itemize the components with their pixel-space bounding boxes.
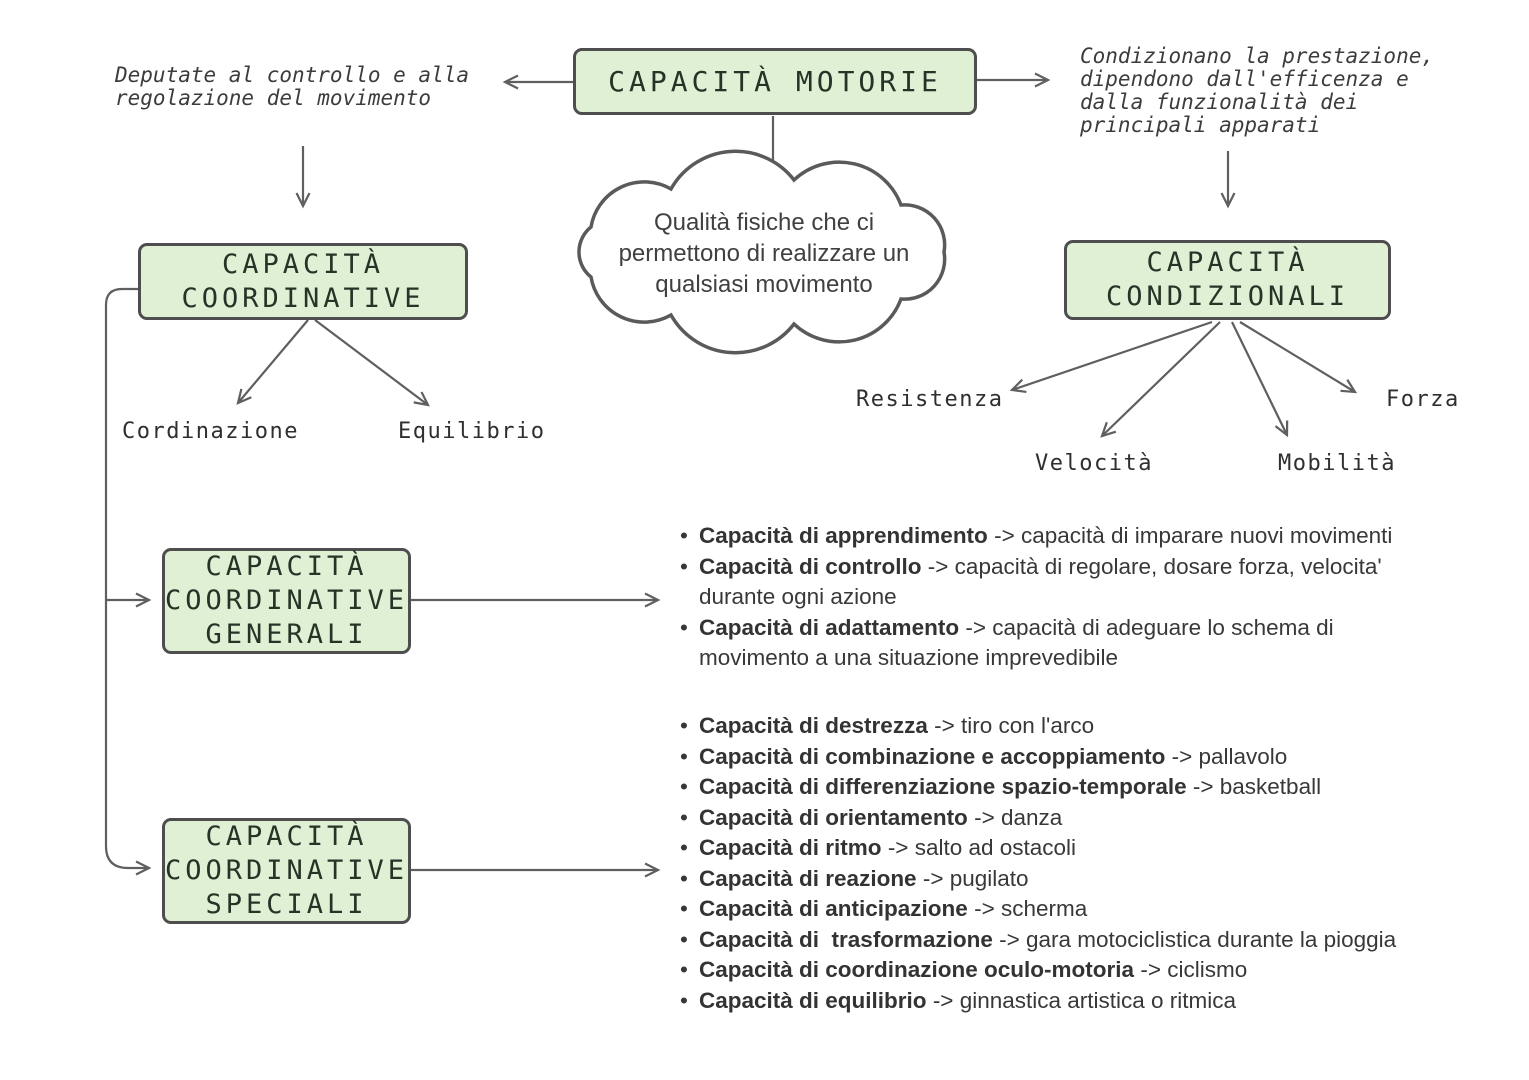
node-label: CAPACITÀ COORDINATIVE — [181, 248, 425, 314]
list-item: Capacità di equilibrio -> ginnastica art… — [678, 986, 1523, 1017]
list-item: Capacità di trasformazione -> gara motoc… — [678, 925, 1523, 956]
capacity-term: Capacità di reazione — [699, 865, 917, 891]
capacity-term: Capacità di apprendimento — [699, 523, 988, 548]
label-cordinazione: Cordinazione — [122, 419, 299, 444]
capacity-desc: -> tiro con l'arco — [934, 713, 1095, 738]
capacity-term: Capacità di differenziazione spazio-temp… — [699, 774, 1187, 799]
capacity-desc: -> capacità di adeguare lo schema di mov… — [699, 614, 1334, 671]
cloud-text: Qualità fisiche che ci permettono di rea… — [618, 209, 910, 298]
arrow-condizionali-to-velocita — [1100, 321, 1221, 438]
capacity-desc: -> scherma — [974, 896, 1088, 921]
capacity-desc: -> ciclismo — [1140, 957, 1248, 982]
capacity-desc: -> pallavolo — [1171, 743, 1288, 769]
capacity-desc: -> pugilato — [922, 865, 1029, 891]
capacity-term: Capacità di trasformazione — [699, 926, 993, 952]
list-item: Capacità di combinazione e accoppiamento… — [678, 742, 1523, 773]
capacity-term: Capacità di controllo — [699, 553, 922, 579]
node-coordinative-generali: CAPACITÀ COORDINATIVE GENERALI — [162, 548, 411, 654]
capacity-term: Capacità di coordinazione oculo-motoria — [699, 957, 1135, 982]
left-note: Deputate al controllo e alla regolazione… — [115, 63, 470, 110]
connector-coordinative-to-speciali — [104, 287, 152, 876]
node-capacita-condizionali: CAPACITÀ CONDIZIONALI — [1064, 240, 1391, 320]
right-note: Condizionano la prestazione, dipendono d… — [1080, 44, 1435, 137]
list-item: Capacità di destrezza -> tiro con l'arco — [678, 711, 1523, 742]
list-item: Capacità di anticipazione -> scherma — [678, 894, 1523, 925]
node-label: CAPACITÀ CONDIZIONALI — [1105, 247, 1350, 312]
capacity-term: Capacità di combinazione e accoppiamento — [699, 743, 1166, 769]
capacity-term: Capacità di ritmo — [699, 835, 882, 860]
label-equilibrio: Equilibrio — [398, 419, 546, 444]
capacity-term: Capacità di orientamento — [699, 804, 968, 830]
generali-list: Capacità di apprendimento -> capacità di… — [678, 521, 1523, 674]
label-forza: Forza — [1386, 387, 1460, 412]
node-label: CAPACITÀ MOTORIE — [608, 64, 942, 98]
list-item: Capacità di coordinazione oculo-motoria … — [678, 955, 1523, 986]
arrow-condizionali-to-mobilita — [1231, 321, 1289, 438]
list-item: Capacità di controllo -> capacità di reg… — [678, 552, 1523, 613]
capacity-desc: -> gara motociclistica durante la pioggi… — [999, 926, 1397, 952]
arrow-coordinative-to-equilibrio — [314, 319, 430, 407]
speciali-list: Capacità di destrezza -> tiro con l'arco… — [678, 711, 1523, 1016]
node-label: CAPACITÀ COORDINATIVE SPECIALI — [164, 821, 409, 920]
capacity-desc: -> capacità di imparare nuovi movimenti — [994, 523, 1393, 548]
label-resistenza: Resistenza — [856, 387, 1004, 412]
arrow-condizionali-to-forza — [1239, 321, 1358, 394]
capacity-term: Capacità di equilibrio — [699, 987, 927, 1013]
list-item: Capacità di adattamento -> capacità di a… — [678, 613, 1523, 674]
node-capacita-motorie: CAPACITÀ MOTORIE — [573, 48, 977, 115]
capacity-desc: -> salto ad ostacoli — [887, 835, 1077, 860]
list-item: Capacità di ritmo -> salto ad ostacoli — [678, 833, 1523, 864]
capacity-desc: -> basketball — [1192, 774, 1322, 799]
capacity-term: Capacità di anticipazione — [699, 896, 968, 921]
list-item: Capacità di differenziazione spazio-temp… — [678, 772, 1523, 803]
arrow-coordinative-to-cordinazione — [236, 319, 309, 405]
capacity-desc: -> danza — [974, 804, 1063, 830]
capacity-term: Capacità di adattamento — [699, 614, 960, 640]
label-velocita: Velocità — [1035, 451, 1153, 476]
arrow-condizionali-to-resistenza — [1009, 320, 1213, 394]
node-coordinative-speciali: CAPACITÀ COORDINATIVE SPECIALI — [162, 818, 411, 924]
list-item: Capacità di apprendimento -> capacità di… — [678, 521, 1523, 552]
capacity-term: Capacità di destrezza — [699, 713, 928, 738]
node-label: CAPACITÀ COORDINATIVE GENERALI — [164, 551, 409, 650]
list-item: Capacità di reazione -> pugilato — [678, 864, 1523, 895]
capacity-desc: -> ginnastica artistica o ritmica — [932, 987, 1237, 1013]
label-mobilita: Mobilità — [1278, 451, 1396, 476]
list-item: Capacità di orientamento -> danza — [678, 803, 1523, 834]
capacity-desc: -> capacità di regolare, dosare forza, v… — [699, 553, 1382, 610]
node-capacita-coordinative: CAPACITÀ COORDINATIVE — [138, 243, 468, 320]
